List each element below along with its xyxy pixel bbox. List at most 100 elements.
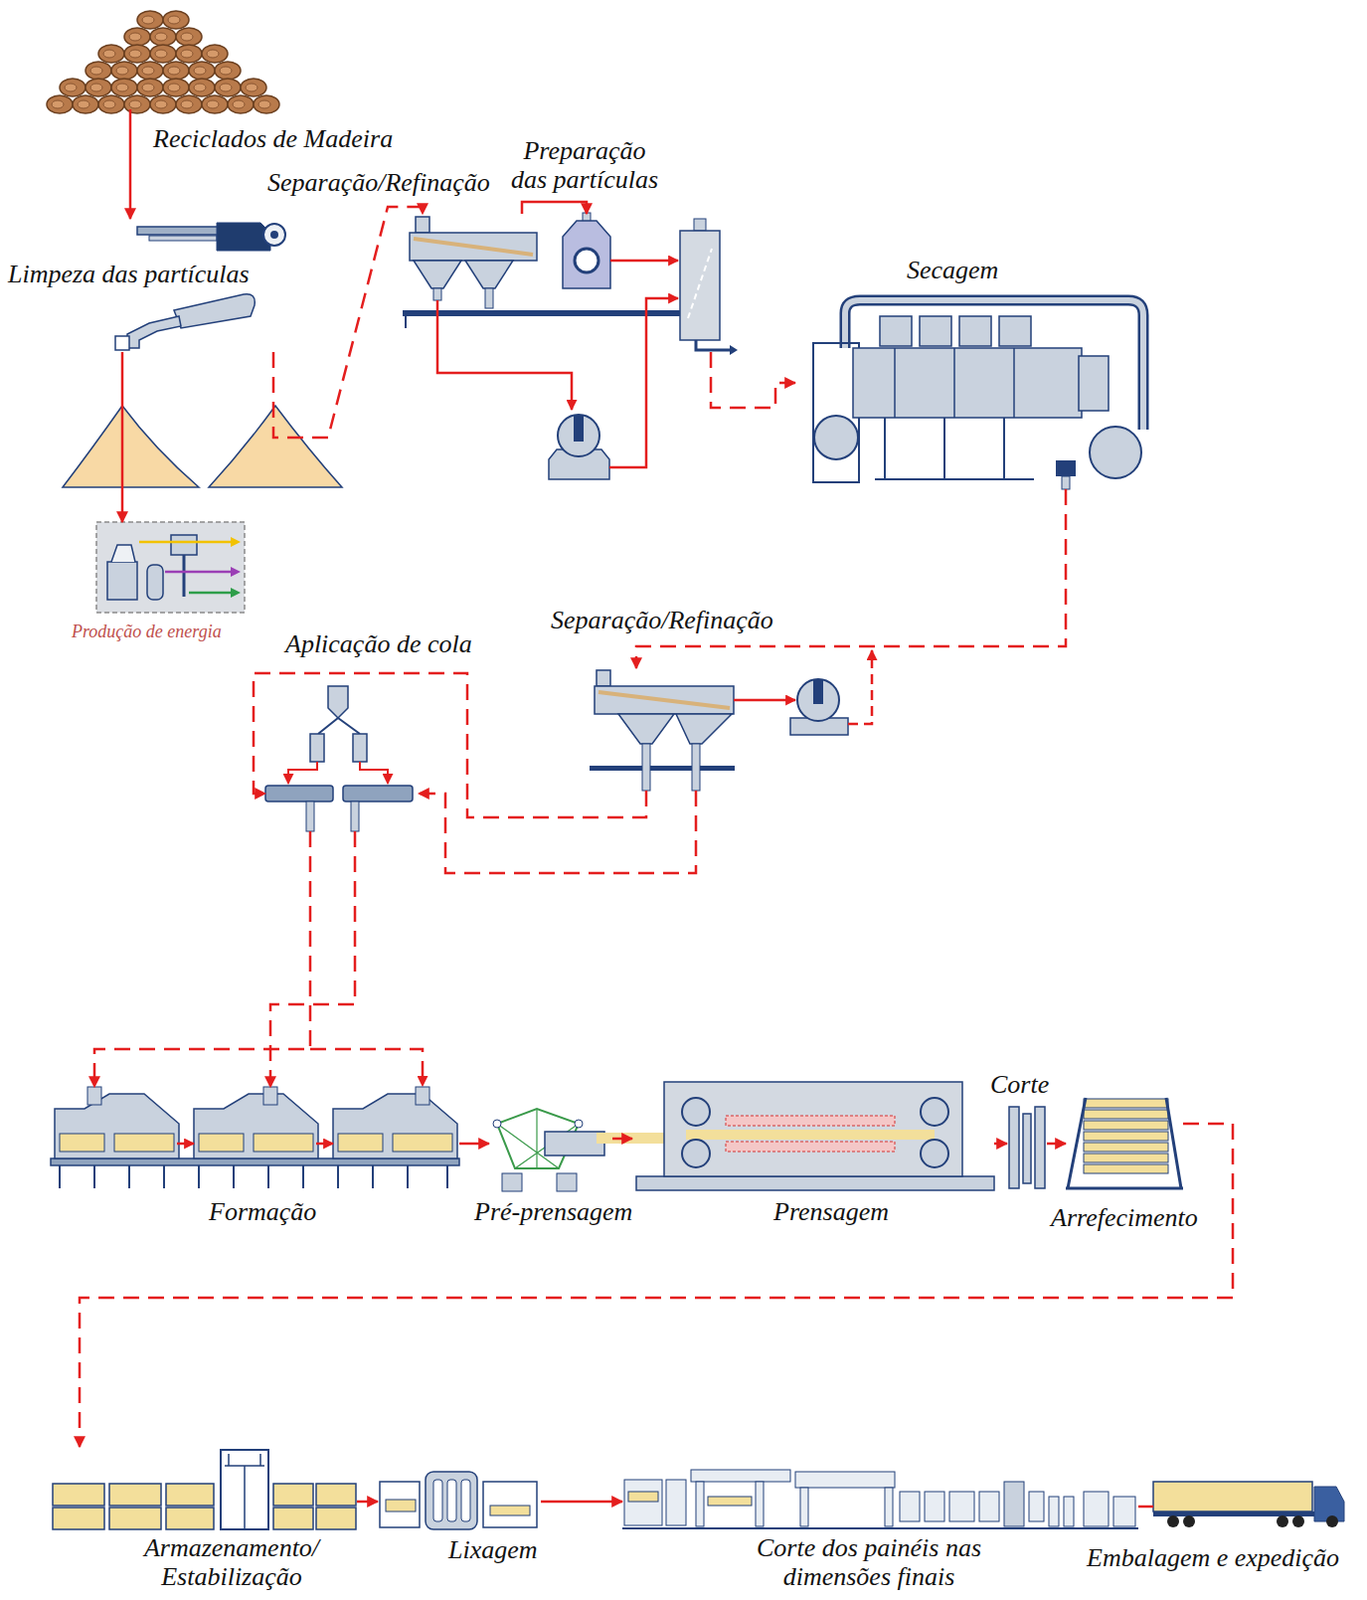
screening-machine [413,260,462,289]
wood-pile [180,49,193,58]
rotary-dryer [1089,426,1142,479]
energy-plant [111,544,136,562]
wood-pile [163,10,189,29]
wood-pile [72,95,99,114]
storage-silo [687,248,712,319]
flow-connector [94,831,311,1087]
process-stage: Formação [50,1086,460,1189]
wood-pile [232,100,245,109]
rotary-dryer [845,300,1144,430]
delivery-truck [1153,1481,1345,1528]
wood-pile [142,66,155,75]
energy-plant [107,561,138,600]
screening-machine [465,260,513,289]
wood-pile [111,61,138,80]
stage-caption: Prensagem [773,1197,889,1227]
wood-pile [150,95,176,114]
storage-silo [729,344,738,355]
cutting-line [1063,1496,1074,1527]
flow-connector [79,1123,1233,1447]
hot-press [725,1141,895,1152]
forming-line [59,1165,448,1189]
energy-plant [147,564,164,600]
wood-pile [175,95,202,114]
wood-pile [245,83,258,92]
energy-plant [139,540,231,544]
rotary-dryer [919,316,952,346]
cleaning-machine [137,226,222,235]
cutting-line [800,1487,809,1527]
sanding-machine [425,1471,478,1530]
wood-pile [137,78,164,97]
stage-caption: Arrefecimento [1050,1203,1198,1233]
flow-connector [273,206,423,438]
rotary-dryer [813,342,859,483]
hot-press [682,1097,710,1126]
glue-blender [265,785,334,802]
forming-line [333,1093,458,1159]
sanding-machine [447,1479,457,1522]
wood-pile [137,61,164,80]
wood-pile [77,100,90,109]
forming-line [316,1142,334,1146]
cutting-line [1083,1491,1109,1527]
cutting-line [622,1527,1139,1530]
wood-pile [85,78,112,97]
delivery-truck [1276,1515,1289,1528]
storage-stacks [166,1507,214,1530]
forming-line [253,1133,314,1152]
process-stage: Limpeza das partículas [112,218,286,352]
flow-connector [612,1137,633,1141]
cooling-rack [1083,1142,1169,1152]
cutting-line [1113,1496,1136,1527]
stage-caption: Aplicação de cola [285,630,473,660]
cooling-rack [1065,1097,1184,1189]
forming-line [176,1142,194,1146]
wood-pile [85,61,112,80]
screening-machine [433,288,442,301]
cutting-line [624,1479,663,1526]
rotary-dryer [999,316,1031,346]
wood-pile [90,83,103,92]
wood-pile [240,78,267,97]
hammer-mill [609,298,679,468]
flow-connector [459,1142,490,1146]
cleaning-machine [127,316,181,348]
stage-caption: Separação/Refinação [550,606,774,636]
process-stage: Arrefecimento [1065,1096,1184,1189]
wood-pile [103,49,116,58]
delivery-truck [1167,1515,1180,1528]
refining-mill [733,650,872,735]
flow-connector [270,831,355,1087]
wood-pile [124,27,151,46]
wood-pile [111,78,138,97]
cutting-saw [1034,1106,1045,1189]
storage-stacks [109,1507,162,1530]
rotary-dryer [1003,417,1006,480]
forming-line [310,1048,423,1086]
cooling-rack [1083,1131,1169,1141]
pre-press [556,1173,577,1192]
delivery-truck [1292,1515,1305,1528]
forming-line [50,1158,460,1166]
glue-blender [288,761,318,784]
storage-stacks [166,1483,214,1506]
storage-stacks [52,1449,356,1530]
stage-caption: Embalagem e expedição [1086,1543,1340,1573]
cutting-line [884,1487,893,1527]
wood-pile [155,100,168,109]
cutting-line [628,1491,659,1502]
wood-pile [163,78,189,97]
cutting-line [690,1469,791,1482]
cleaning-machine [149,235,217,241]
cutting-line [949,1491,975,1522]
hot-press [682,1139,710,1168]
hammer-mill [573,415,584,442]
screening-machine [618,713,675,744]
storage-silo [693,218,706,231]
glue-blender [265,685,413,832]
pre-press [544,1131,605,1156]
flow-connector [521,201,587,214]
